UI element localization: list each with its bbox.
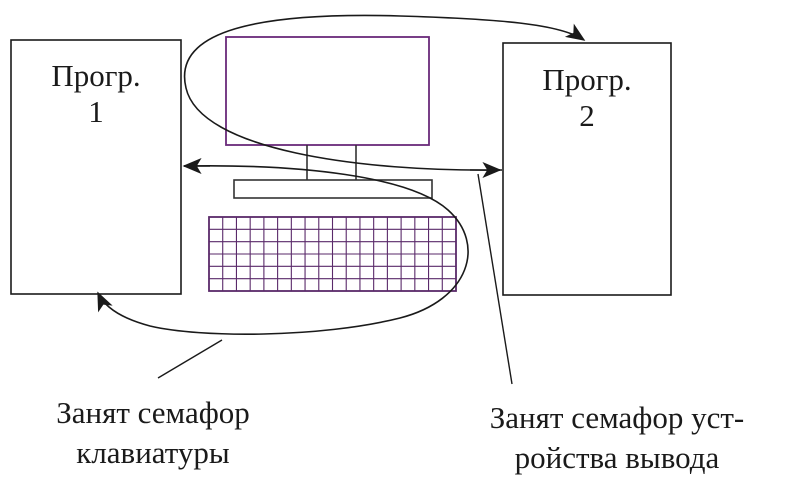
output-caption-pointer <box>477 173 513 385</box>
output-caption-line1: Занят семафор уст- <box>489 400 745 435</box>
program-2-title: Прогр. <box>542 62 632 97</box>
keyboard-semaphore-loop <box>97 164 469 335</box>
program-1-number: 1 <box>88 94 104 129</box>
program-2-label: Прогр. 2 <box>502 62 672 134</box>
keyboard-semaphore-caption: Занят семафор клавиатуры <box>28 393 278 473</box>
keyboard-caption-line1: Занят семафор <box>56 395 250 430</box>
keyboard-caption-pointer <box>157 339 223 379</box>
monitor-icon <box>225 36 433 199</box>
output-semaphore-loop <box>183 14 586 171</box>
output-caption-line2: ройства вывода <box>514 440 720 475</box>
program-2-number: 2 <box>579 98 595 133</box>
program-1-box <box>10 39 182 295</box>
program-2-box <box>502 42 672 296</box>
keyboard-icon <box>208 216 457 292</box>
program-1-label: Прогр. 1 <box>11 58 181 130</box>
keyboard-caption-line2: клавиатуры <box>76 435 230 470</box>
output-semaphore-caption: Занят семафор уст- ройства вывода <box>452 398 782 478</box>
program-1-title: Прогр. <box>51 58 141 93</box>
